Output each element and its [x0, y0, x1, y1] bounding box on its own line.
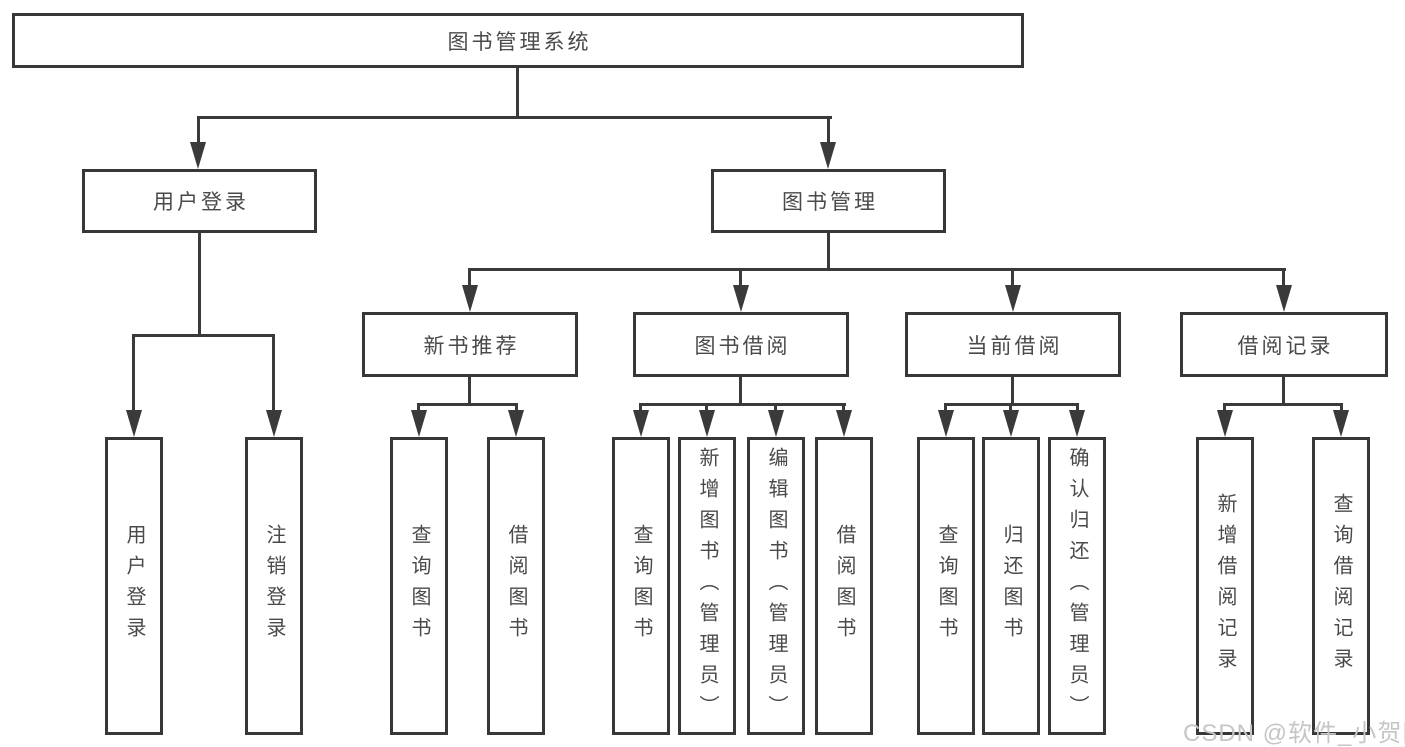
- arrow-down-icon: [190, 142, 206, 169]
- connector-line: [198, 233, 201, 336]
- node-label: 图书管理: [782, 191, 878, 214]
- node-label: 新增借阅记录: [1214, 493, 1236, 679]
- connector-line: [944, 403, 947, 415]
- leaf-borrow-books-recommend: 借阅图书: [487, 437, 545, 735]
- connector-line: [1011, 268, 1014, 290]
- connector-line: [1009, 403, 1012, 415]
- connector-line: [1340, 403, 1343, 415]
- node-root-system: 图书管理系统: [12, 13, 1024, 68]
- node-current-borrowing: 当前借阅: [905, 312, 1121, 377]
- leaf-query-books-current: 查询图书: [917, 437, 975, 735]
- node-label: 查询图书: [408, 524, 430, 648]
- node-label: 借阅记录: [1237, 334, 1334, 358]
- connector-line: [639, 403, 642, 415]
- connector-line: [827, 233, 830, 270]
- node-book-borrowing: 图书借阅: [633, 312, 849, 377]
- leaf-add-borrow-record: 新增借阅记录: [1196, 437, 1254, 735]
- arrow-down-icon: [1069, 410, 1085, 437]
- arrow-down-icon: [1217, 410, 1233, 437]
- arrow-down-icon: [1333, 410, 1349, 437]
- node-label: 确认归还（管理员）: [1066, 446, 1088, 726]
- connector-line: [639, 403, 846, 406]
- arrow-down-icon: [1003, 410, 1019, 437]
- connector-line: [272, 334, 275, 414]
- connector-line: [417, 403, 420, 415]
- node-user-login: 用户登录: [82, 169, 317, 233]
- node-label: 归还图书: [1000, 524, 1022, 648]
- node-label: 编辑图书（管理员）: [765, 446, 787, 726]
- connector-line: [197, 116, 200, 146]
- connector-line: [1223, 403, 1343, 406]
- arrow-down-icon: [266, 410, 282, 437]
- leaf-return-books: 归还图书: [982, 437, 1040, 735]
- connector-line: [827, 116, 830, 146]
- connector-line: [705, 403, 708, 415]
- node-label: 查询图书: [630, 524, 652, 648]
- connector-line: [468, 268, 1286, 271]
- connector-line: [132, 334, 135, 414]
- node-label: 借阅图书: [505, 524, 527, 648]
- connector-line: [1076, 403, 1079, 415]
- arrow-down-icon: [126, 410, 142, 437]
- arrow-down-icon: [1005, 285, 1021, 312]
- csdn-watermark: CSDN @软件_小贺同学: [1183, 720, 1405, 747]
- connector-line: [516, 68, 519, 118]
- connector-line: [468, 377, 471, 406]
- node-book-management: 图书管理: [711, 169, 946, 233]
- connector-line: [468, 268, 471, 290]
- leaf-user-login: 用户登录: [105, 437, 163, 735]
- connector-line: [1011, 377, 1014, 406]
- node-label: 用户登录: [153, 191, 249, 214]
- leaf-logout: 注销登录: [245, 437, 303, 735]
- node-label: 查询借阅记录: [1330, 493, 1352, 679]
- connector-line: [1223, 403, 1226, 415]
- connector-line: [1282, 377, 1285, 406]
- arrow-down-icon: [938, 410, 954, 437]
- connector-line: [515, 403, 518, 415]
- leaf-query-books-borrowing: 查询图书: [612, 437, 670, 735]
- arrow-down-icon: [699, 410, 715, 437]
- node-new-book-recommend: 新书推荐: [362, 312, 578, 377]
- arrow-down-icon: [633, 410, 649, 437]
- node-label: 用户登录: [123, 524, 145, 648]
- leaf-confirm-return-admin: 确认归还（管理员）: [1048, 437, 1106, 735]
- connector-line: [132, 334, 275, 337]
- arrow-down-icon: [836, 410, 852, 437]
- arrow-down-icon: [411, 410, 427, 437]
- arrow-down-icon: [508, 410, 524, 437]
- leaf-query-books-recommend: 查询图书: [390, 437, 448, 735]
- leaf-borrow-books: 借阅图书: [815, 437, 873, 735]
- connector-line: [842, 403, 845, 415]
- arrow-down-icon: [462, 285, 478, 312]
- node-label: 图书借阅: [694, 334, 791, 358]
- node-label: 借阅图书: [833, 524, 855, 648]
- connector-line: [1282, 268, 1285, 290]
- connector-line: [197, 116, 832, 119]
- connector-line: [739, 268, 742, 290]
- connector-line: [417, 403, 518, 406]
- connector-line: [739, 377, 742, 406]
- node-label: 新书推荐: [423, 334, 520, 358]
- node-label: 注销登录: [263, 524, 285, 648]
- node-label: 图书管理系统: [447, 30, 592, 54]
- connector-line: [774, 403, 777, 415]
- leaf-add-books-admin: 新增图书（管理员）: [678, 437, 736, 735]
- arrow-down-icon: [1276, 285, 1292, 312]
- node-borrowing-records: 借阅记录: [1180, 312, 1388, 377]
- node-label: 当前借阅: [966, 334, 1063, 358]
- leaf-edit-books-admin: 编辑图书（管理员）: [747, 437, 805, 735]
- arrow-down-icon: [820, 142, 836, 169]
- arrow-down-icon: [733, 285, 749, 312]
- arrow-down-icon: [768, 410, 784, 437]
- leaf-query-borrow-record: 查询借阅记录: [1312, 437, 1370, 735]
- node-label: 新增图书（管理员）: [696, 446, 718, 726]
- node-label: 查询图书: [935, 524, 957, 648]
